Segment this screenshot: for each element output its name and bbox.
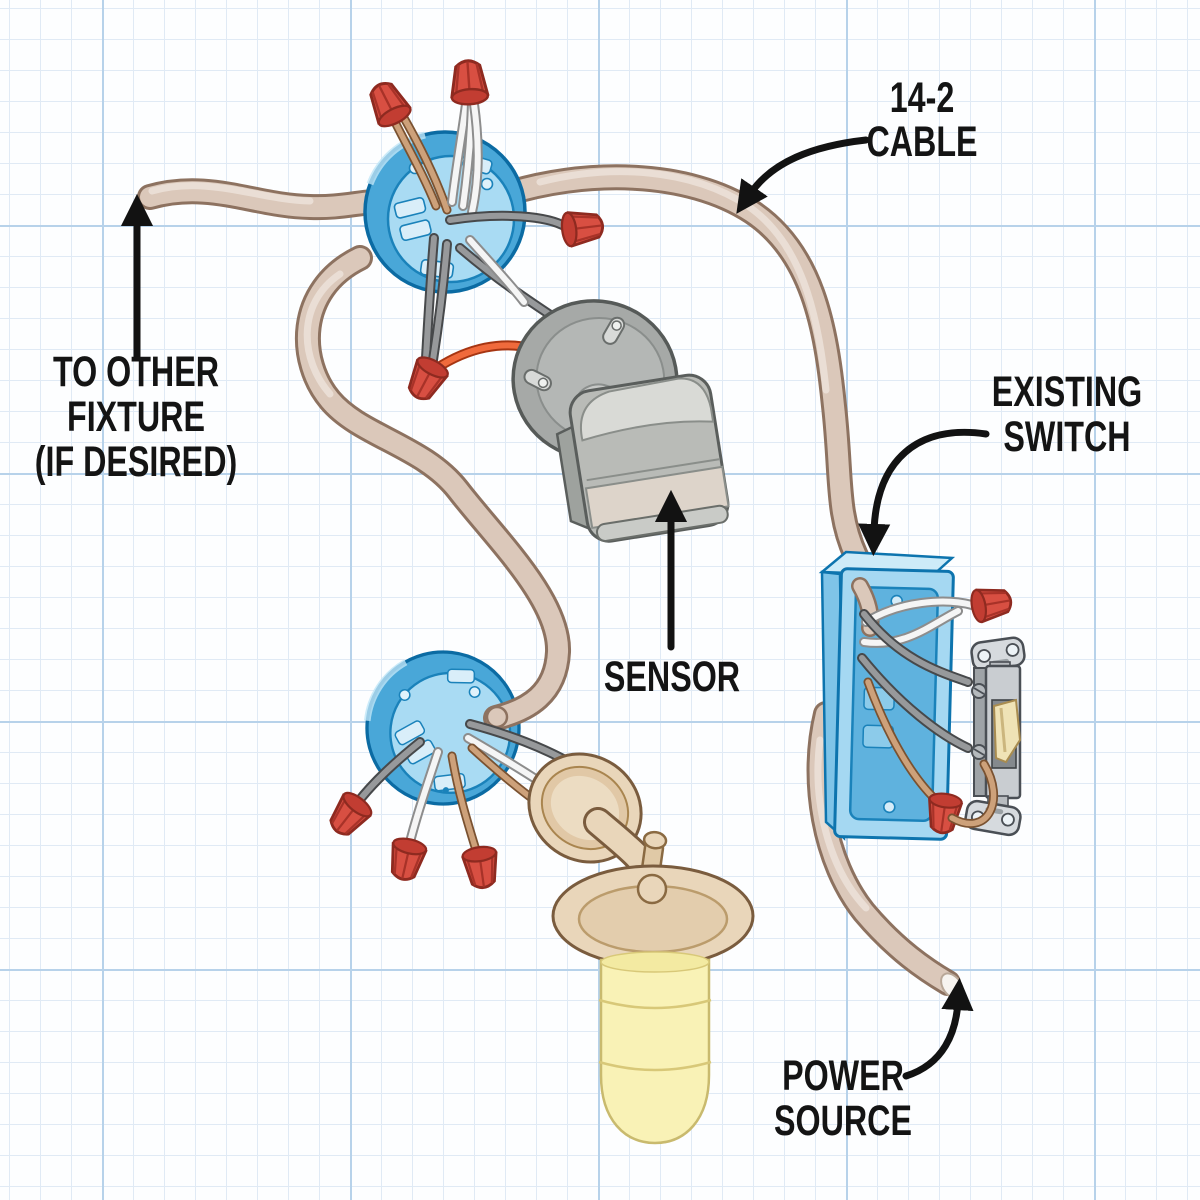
wire-nut [447, 58, 490, 107]
label-14-2-cable: 14-2 CABLE [840, 76, 1005, 165]
cable-to-other-fixture [137, 178, 385, 221]
arrow-power-source [902, 977, 974, 1080]
label-line: SENSOR [603, 653, 741, 701]
label-to-other-fixture: TO OTHER FIXTURE (IF DESIRED) [16, 348, 256, 487]
light-bulb [599, 958, 711, 1145]
annotation-arrows [120, 136, 990, 1080]
label-line: TO OTHER [52, 348, 220, 396]
label-line: (IF DESIRED) [34, 438, 238, 487]
label-sensor: SENSOR [590, 653, 755, 701]
arrow-14-2-cable [736, 136, 870, 214]
motion-sensor-head [555, 373, 730, 543]
switch-box-wires [857, 583, 1015, 837]
label-line: POWER [782, 1052, 904, 1100]
wire-nut [558, 207, 606, 249]
label-line: CABLE [866, 118, 978, 167]
arrow-existing-switch [858, 428, 990, 557]
light-fixture [527, 752, 755, 1145]
wire-nut [384, 834, 430, 885]
label-power-source: POWER SOURCE [753, 1052, 933, 1146]
wire-nut [460, 843, 503, 892]
label-line: FIXTURE [67, 393, 205, 442]
toggle-switch [947, 636, 1026, 837]
wire-nut [967, 583, 1015, 625]
label-line: EXISTING [991, 368, 1143, 416]
label-line: 14-2 [889, 74, 955, 122]
label-existing-switch: EXISTING SWITCH [962, 368, 1172, 462]
cable-power-source [806, 701, 964, 1000]
label-line: SWITCH [1003, 413, 1131, 462]
cable-fixture-link [294, 245, 571, 731]
label-line: SOURCE [774, 1097, 912, 1146]
